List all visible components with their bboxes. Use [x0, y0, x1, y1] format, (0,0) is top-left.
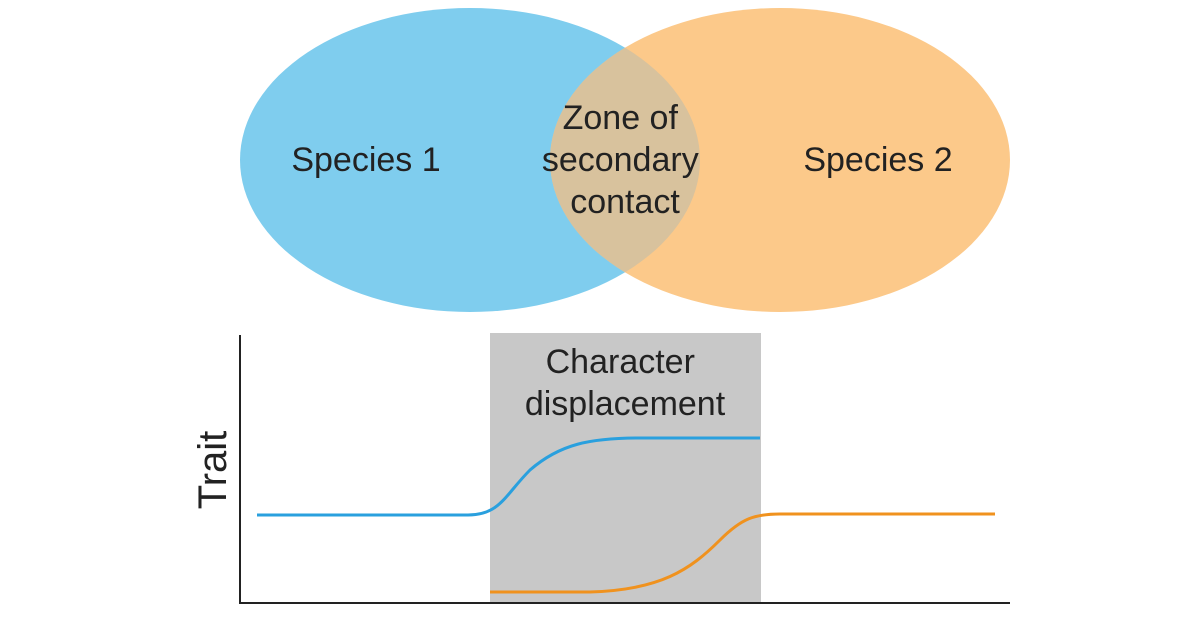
species-1-label: Species 1	[291, 141, 440, 179]
secondary-contact-zone	[550, 8, 700, 312]
y-axis-label: Trait	[191, 431, 235, 510]
species-2-trait-curve	[490, 512, 995, 594]
contact-zone-label-line-2: secondary	[542, 141, 699, 179]
contact-zone-label: Zone of secondary contact	[542, 99, 708, 221]
character-displacement-label: Character displacement	[525, 343, 726, 423]
contact-zone-label-line-3: contact	[570, 183, 680, 221]
species-2-label: Species 2	[803, 141, 952, 179]
character-displacement-region	[490, 333, 761, 604]
character-displacement-label-line-2: displacement	[525, 385, 726, 423]
species-1-trait-curve	[257, 436, 760, 517]
character-displacement-label-line-1: Character	[546, 343, 695, 381]
venn-diagram: Species 1 Species 2 Zone of secondary co…	[240, 8, 1010, 312]
trait-plot: Character displacement Trait	[191, 333, 1010, 604]
contact-zone-label-line-1: Zone of	[563, 99, 679, 137]
